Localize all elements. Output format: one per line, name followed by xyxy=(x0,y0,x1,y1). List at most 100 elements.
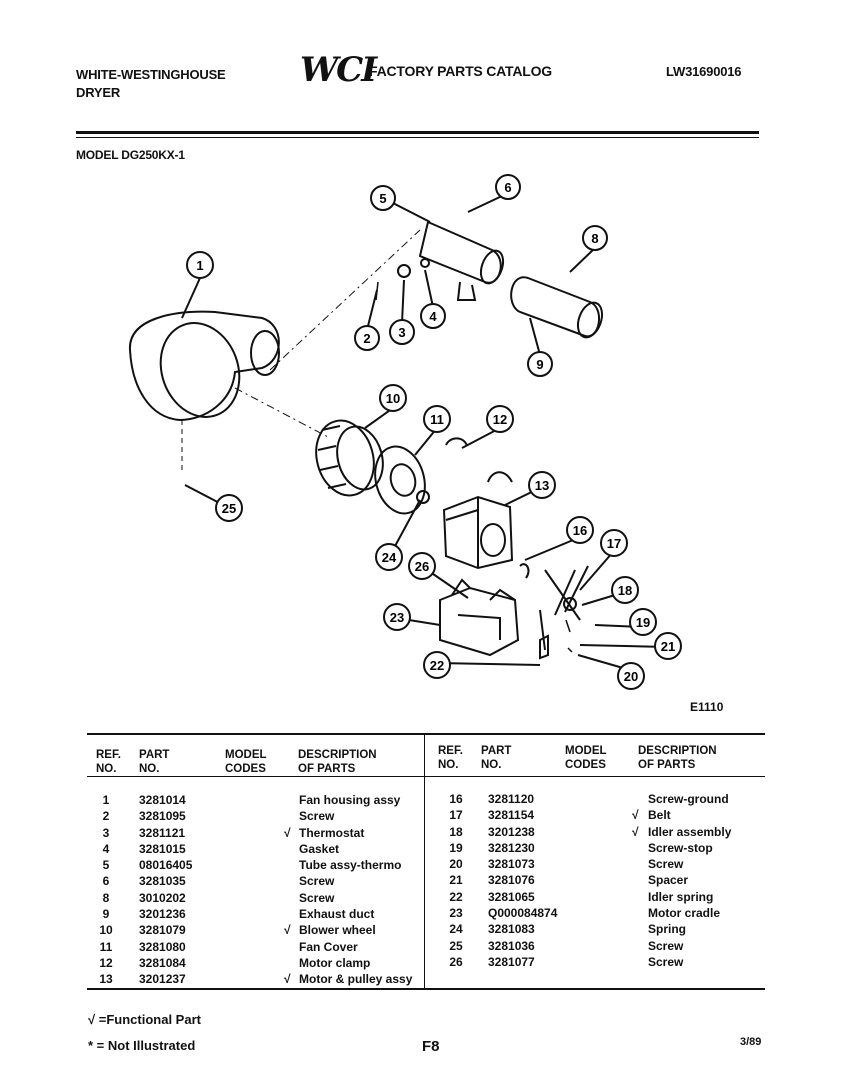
header-rule-thin xyxy=(76,137,759,138)
table-cell-part: 3201237 xyxy=(139,972,186,987)
table-cell-part: 3281230 xyxy=(488,840,535,855)
svg-text:6: 6 xyxy=(504,180,511,195)
table-cell-desc: Tube assy-thermo xyxy=(299,858,402,873)
table-cell-func: √ xyxy=(284,923,291,938)
table-cell-part: 3281084 xyxy=(139,955,186,970)
svg-text:22: 22 xyxy=(430,658,444,673)
table-cell-ref: 17 xyxy=(449,808,463,823)
table-cell-desc: Idler assembly xyxy=(648,824,732,839)
table-cell-ref: 18 xyxy=(449,824,463,839)
callout-4: 4 xyxy=(420,303,446,329)
callout-1: 1 xyxy=(186,251,214,279)
table-cell-part: 3201236 xyxy=(139,907,186,922)
fan-cover xyxy=(374,445,426,515)
table-cell-func: √ xyxy=(632,824,639,839)
svg-text:16: 16 xyxy=(573,523,587,538)
callout-3: 3 xyxy=(389,319,415,345)
motor-assy xyxy=(442,495,514,570)
svg-text:25: 25 xyxy=(222,501,236,516)
catalog-title: FACTORY PARTS CATALOG xyxy=(369,63,552,79)
callout-13: 13 xyxy=(528,471,556,499)
svg-text:18: 18 xyxy=(618,583,632,598)
table-cell-ref: 3 xyxy=(102,825,110,840)
table-cell-func xyxy=(284,955,291,971)
callout-17: 17 xyxy=(600,529,628,557)
svg-text:2: 2 xyxy=(363,331,370,346)
svg-text:3: 3 xyxy=(398,325,405,340)
table-cell-desc: Motor & pulley assy xyxy=(299,972,413,987)
table-cell-func xyxy=(284,792,291,808)
table-cell-desc: Motor cradle xyxy=(648,906,721,921)
table-cell-func xyxy=(284,857,291,873)
table-cell-desc: Screw-stop xyxy=(648,840,713,855)
callout-10: 10 xyxy=(379,384,407,412)
motor-cradle xyxy=(439,578,520,657)
callout-23: 23 xyxy=(383,603,411,631)
svg-text:23: 23 xyxy=(390,610,404,625)
table-cell-desc: Screw xyxy=(648,954,684,969)
brand-line-2: DRYER xyxy=(76,85,121,100)
callout-25: 25 xyxy=(215,494,243,522)
table-cell-func: √ xyxy=(632,808,639,823)
callout-20: 20 xyxy=(617,662,645,690)
table-cell-func xyxy=(632,954,639,970)
table-divider xyxy=(424,733,425,989)
table-cell-part: 3281076 xyxy=(488,873,535,888)
callout-5: 5 xyxy=(370,185,396,211)
table-cell-func xyxy=(632,938,639,954)
table-cell-part: 3010202 xyxy=(139,890,186,905)
table-cell-func: √ xyxy=(284,825,291,840)
svg-text:13: 13 xyxy=(535,478,549,493)
svg-text:17: 17 xyxy=(607,536,621,551)
table-cell-part: 3281077 xyxy=(488,954,535,969)
header-rule-thick xyxy=(76,131,759,134)
svg-text:5: 5 xyxy=(379,191,386,206)
svg-text:1: 1 xyxy=(196,258,203,273)
table-header-rule xyxy=(87,776,765,777)
callout-26: 26 xyxy=(408,552,436,580)
table-cell-func xyxy=(632,840,639,856)
table-cell-ref: 23 xyxy=(449,906,463,921)
table-cell-desc: Belt xyxy=(648,808,671,823)
table-cell-func xyxy=(284,890,291,906)
table-cell-part: 3281083 xyxy=(488,922,535,937)
catalog-date: 3/89 xyxy=(740,1036,762,1048)
callout-9: 9 xyxy=(527,351,553,377)
table-cell-ref: 21 xyxy=(449,873,463,888)
table-cell-desc: Screw xyxy=(299,874,335,889)
callout-6: 6 xyxy=(495,174,521,200)
table-cell-part: 3281120 xyxy=(488,792,535,806)
table-cell-ref: 26 xyxy=(449,954,463,969)
table-cell-part: 3281079 xyxy=(139,923,186,938)
svg-text:24: 24 xyxy=(382,550,397,565)
figure-code: E1110 xyxy=(690,700,724,714)
callout-24: 24 xyxy=(375,543,403,571)
table-cell-desc: Fan Cover xyxy=(299,939,358,954)
not-illustrated-note: * = Not Illustrated xyxy=(88,1038,196,1053)
table-top-rule xyxy=(87,733,765,735)
table-cell-desc: Gasket xyxy=(299,841,340,856)
callout-22: 22 xyxy=(423,651,451,679)
exploded-parts-diagram: 1 2 3 4 5 6 8 9 10 11 12 13 16 17 18 19 … xyxy=(128,174,682,690)
table-cell-func xyxy=(632,872,639,888)
table-cell-ref: 1 xyxy=(102,793,110,807)
wci-logo: WCI xyxy=(300,50,377,90)
table-cell-func xyxy=(284,906,291,922)
table-cell-part: Q000084874 xyxy=(488,906,558,921)
table-cell-part: 3281121 xyxy=(139,825,186,840)
table-cell-ref: 6 xyxy=(102,874,110,889)
svg-text:20: 20 xyxy=(624,669,638,684)
table-cell-ref: 2 xyxy=(102,809,110,824)
callout-8: 8 xyxy=(582,225,608,251)
table-cell-desc: Motor clamp xyxy=(299,955,371,970)
svg-text:26: 26 xyxy=(415,559,429,574)
table-cell-func xyxy=(284,939,291,955)
table-cell-func xyxy=(632,791,639,807)
svg-text:11: 11 xyxy=(430,412,444,427)
table-cell-part: 3281015 xyxy=(139,841,186,856)
callout-11: 11 xyxy=(423,405,451,433)
callout-18: 18 xyxy=(611,576,639,604)
table-cell-ref: 9 xyxy=(102,907,110,922)
table-cell-ref: 11 xyxy=(99,939,113,954)
